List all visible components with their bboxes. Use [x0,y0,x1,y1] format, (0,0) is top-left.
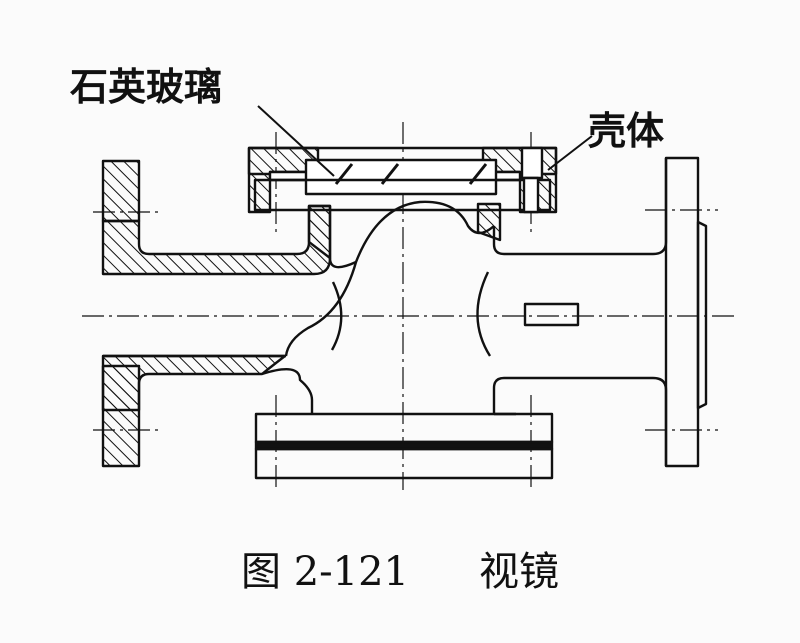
leader-shell [547,135,593,171]
body-neck-right [476,202,502,242]
bottom-cover [254,412,554,480]
right-flange [664,156,708,468]
left-pipe-upper-wall [101,204,332,276]
right-flange-plate [664,156,700,468]
left-flange [101,159,141,468]
top-window-assembly [247,146,558,260]
figure-number: 图 2-121 [240,549,410,595]
body-left-curve [284,261,358,357]
quartz-glass [304,158,498,196]
figure-title: 视镜 [479,549,560,595]
body-left-inner-arc [330,281,343,351]
leader-lines [257,105,593,177]
bottom-flange-upper [254,412,554,444]
leader-quartz-glass [257,105,335,177]
figure-caption: 图 2-121 视镜 [0,552,800,592]
body-top-curve [328,200,495,269]
bolt-right [520,146,544,214]
right-flange-face [696,220,708,410]
body-lower-left-outline [261,368,314,414]
left-pipe [101,204,332,412]
label-quartz-glass: 石英玻璃 [70,65,223,109]
body-right-inner-arc [476,271,492,357]
label-shell: 壳体 [588,109,665,153]
top-body-flange [253,178,552,212]
bottom-flange-lower [254,447,554,480]
right-pipe-lower-outline [492,376,668,466]
left-flange-upper [101,159,141,223]
body-profile [261,200,495,414]
left-pipe-lower-wall [101,354,287,412]
right-pipe-slot [523,302,580,327]
